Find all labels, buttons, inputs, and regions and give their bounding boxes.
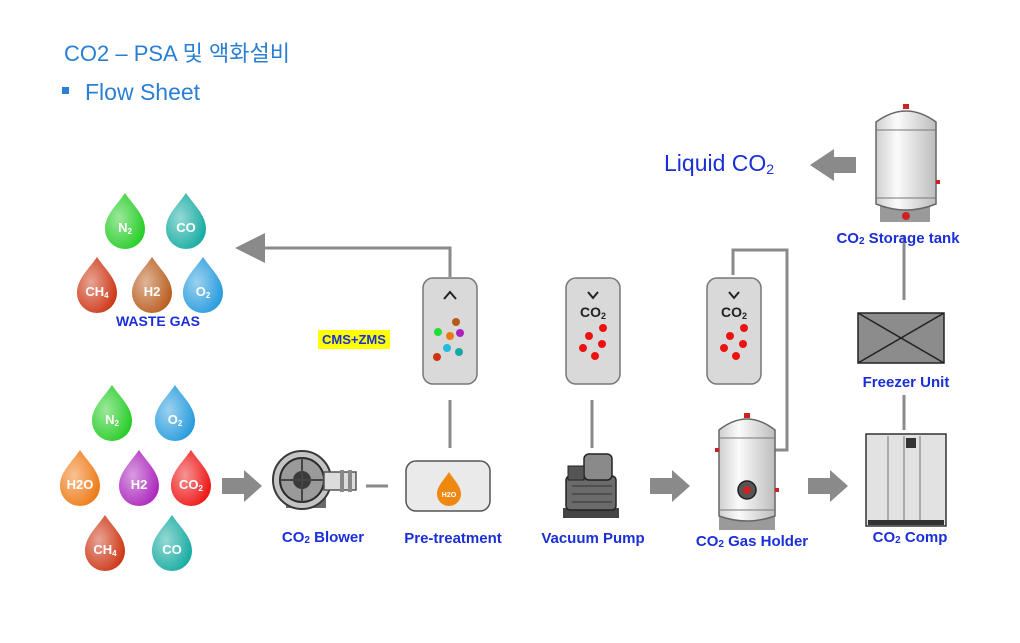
svg-text:N2: N2 — [118, 220, 132, 236]
waste-gas-label: WASTE GAS — [115, 313, 201, 329]
connectors — [235, 233, 906, 488]
gas-holder-label: CO2 Gas Holder — [695, 533, 809, 550]
pump-to-holder-arrow-icon — [650, 470, 690, 502]
bullet-square-icon — [62, 87, 69, 95]
drop-h2-icon: H2 — [119, 450, 159, 506]
svg-text:H2: H2 — [131, 477, 148, 492]
storage-tank-label: CO2 Storage tank — [836, 230, 960, 247]
co2-blower-icon — [272, 450, 357, 510]
freezer-label: Freezer Unit — [862, 374, 950, 391]
down-chevron-icon — [587, 291, 599, 300]
drop-n2-icon: N2 — [92, 385, 132, 441]
drop-co2-icon: CO2 — [171, 450, 211, 506]
svg-text:N2: N2 — [105, 412, 119, 428]
down-chevron-icon — [728, 291, 740, 300]
vacuum-pump-icon — [563, 453, 619, 518]
drop-h2o-icon: H2O — [60, 450, 100, 506]
up-chevron-icon — [443, 290, 457, 300]
drop-co-icon: CO — [152, 515, 192, 571]
pretreatment-label: Pre-treatment — [404, 530, 502, 547]
comp-label: CO2 Comp — [872, 529, 948, 546]
svg-text:CO: CO — [176, 220, 196, 235]
h2o-drop-icon: H2O — [437, 472, 461, 506]
drop-n2-icon: N2 — [105, 193, 145, 249]
section-heading: Flow Sheet — [62, 79, 200, 106]
vacuum-pump-label: Vacuum Pump — [541, 530, 645, 547]
drop-o2-icon: O2 — [183, 257, 223, 313]
svg-text:CO2: CO2 — [580, 304, 606, 321]
svg-text:CH4: CH4 — [85, 284, 109, 300]
blower-label: CO2 Blower — [281, 529, 365, 546]
svg-text:CO2: CO2 — [721, 304, 747, 321]
drop-co-icon: CO — [166, 193, 206, 249]
drop-o2-icon: O2 — [155, 385, 195, 441]
adsorber-vessel-co2-vacuum: CO2 — [565, 277, 621, 385]
liquid-co2-label: Liquid CO2 — [664, 150, 775, 177]
feed-arrow-icon — [222, 470, 262, 502]
svg-text:CH4: CH4 — [93, 542, 117, 558]
svg-text:H2O: H2O — [442, 492, 457, 499]
co2-to-holder-line — [731, 248, 789, 452]
pretreatment-unit: H2O — [405, 460, 491, 512]
adsorber-vessel-waste — [422, 277, 478, 385]
waste-gas-line — [235, 233, 452, 277]
adsorber-vessel-co2-product: CO2 — [706, 277, 762, 385]
waste-gas-drops: N2 CO CH4 H2 O2 — [77, 193, 223, 313]
co2-compressor-icon — [865, 433, 947, 527]
co2-storage-tank-icon — [875, 104, 940, 222]
svg-text:CO: CO — [162, 542, 182, 557]
svg-text:O2: O2 — [196, 284, 211, 300]
svg-text:CO2: CO2 — [179, 477, 204, 493]
drop-h2-icon: H2 — [132, 257, 172, 313]
liquid-output-arrow-icon — [810, 149, 856, 181]
feed-gas-drops: N2 O2 H2O H2 CO2 CH4 — [60, 385, 211, 571]
freezer-unit-icon — [857, 312, 945, 364]
section-heading-text: Flow Sheet — [85, 79, 201, 105]
svg-text:H2O: H2O — [67, 477, 94, 492]
page-title: CO2 – PSA 및 액화설비 — [64, 41, 290, 66]
drop-ch4-icon: CH4 — [77, 257, 117, 313]
holder-to-comp-arrow-icon — [808, 470, 848, 502]
drop-ch4-icon: CH4 — [85, 515, 125, 571]
co2-gas-holder-icon — [715, 413, 779, 530]
flow-arrows — [222, 149, 856, 502]
svg-text:H2: H2 — [144, 284, 161, 299]
adsorbent-label: CMS+ZMS — [318, 330, 390, 349]
svg-text:O2: O2 — [168, 412, 183, 428]
